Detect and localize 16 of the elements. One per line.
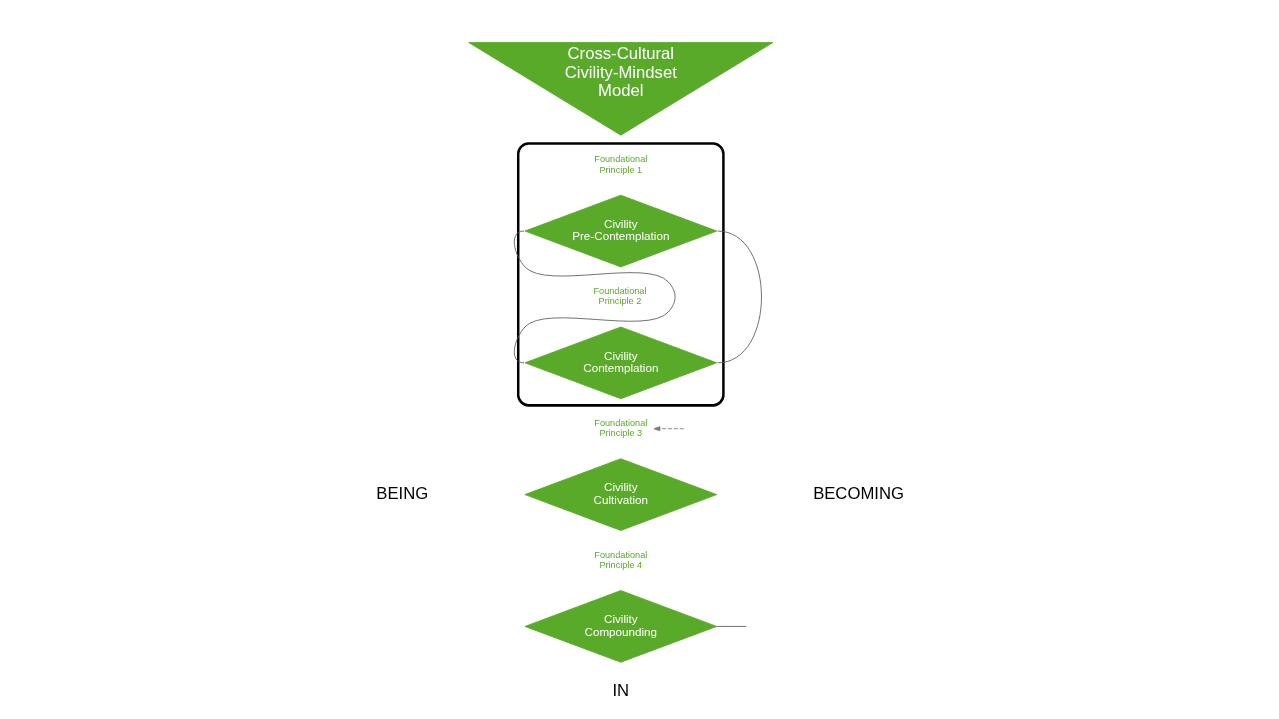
node-text: Foundational Principle 4 — [593, 549, 647, 570]
node-diamond: Civility Cultivation — [523, 458, 717, 531]
node-text: Foundational Principle 1 — [593, 154, 647, 175]
node-diamond: Civility Compounding — [523, 590, 717, 663]
node-diamond: Civility Pre-Contemplation — [523, 194, 717, 268]
connector — [716, 230, 762, 364]
cluster — [516, 142, 725, 407]
label: BECOMING — [812, 483, 904, 503]
label: BEING — [375, 483, 428, 503]
node-text: Foundational Principle 2 — [593, 286, 646, 307]
node-text: Foundational Principle 3 — [593, 418, 647, 439]
label: IN — [611, 681, 629, 701]
node-diamond: Civility Contemplation — [523, 326, 717, 400]
connector — [513, 230, 675, 364]
connector — [715, 626, 747, 627]
arrow — [653, 426, 684, 432]
